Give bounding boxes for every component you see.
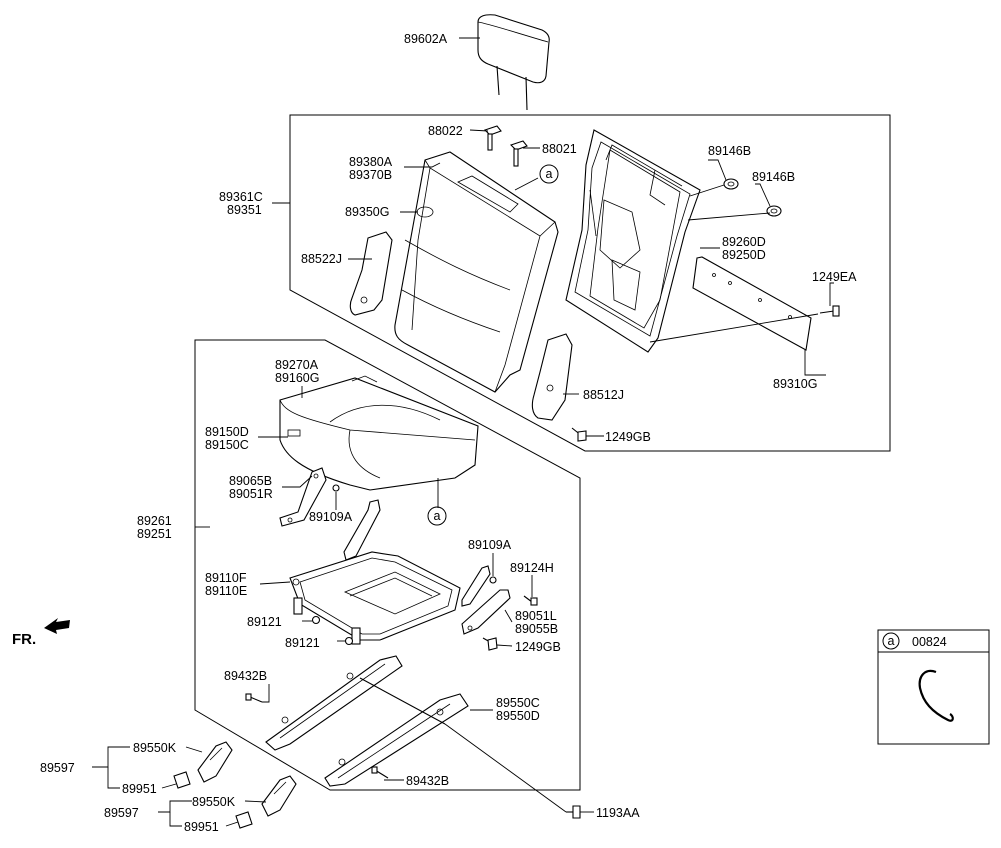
label-88522J: 88522J — [301, 252, 342, 266]
cap-89951-top — [173, 771, 191, 789]
label-89051R: 89051R — [229, 487, 273, 501]
label-89160G: 89160G — [275, 371, 319, 385]
label-89951-bottom: 89951 — [184, 820, 219, 834]
seat-cushion-pad-part — [279, 375, 479, 491]
bolt-1249GB-frame — [482, 637, 498, 651]
label-89109A-left: 89109A — [309, 510, 353, 524]
label-89597-top: 89597 — [40, 761, 75, 775]
label-89051L: 89051L — [515, 609, 557, 623]
label-1193AA: 1193AA — [596, 806, 640, 820]
label-88512J: 88512J — [583, 388, 624, 402]
wire-clip-00824-icon — [918, 669, 954, 722]
label-89361C: 89361C — [219, 190, 263, 204]
side-cover-88512J — [531, 333, 573, 421]
detail-box-00824: a 00824 — [877, 629, 990, 745]
label-89261: 89261 — [137, 514, 172, 528]
bracket-right-89051L — [461, 589, 511, 635]
label-89351: 89351 — [227, 203, 262, 217]
cap-89951-bottom — [235, 811, 253, 829]
front-direction-marker: FR. — [12, 618, 70, 648]
label-89109A-right: 89109A — [468, 538, 512, 552]
front-direction-label: FR. — [12, 631, 36, 648]
detail-box-part-number: 00824 — [912, 635, 947, 649]
seat-track-right — [324, 693, 469, 787]
label-89065B: 89065B — [229, 474, 272, 488]
side-cover-88522J — [349, 231, 393, 316]
label-89110F: 89110F — [205, 571, 247, 585]
label-89550K-top: 89550K — [133, 741, 177, 755]
label-89597-bottom: 89597 — [104, 806, 139, 820]
hinge-pin-88021 — [509, 140, 528, 167]
seat-back-frame-part — [565, 129, 701, 353]
label-89251: 89251 — [137, 527, 172, 541]
label-89550C: 89550C — [496, 696, 540, 710]
bolt-89124H — [523, 595, 538, 606]
grommet-89146B-bottom — [766, 205, 782, 217]
cushion-frame-part — [289, 551, 461, 645]
callout-a-back-label: a — [546, 167, 553, 181]
label-89260D: 89260D — [722, 235, 766, 249]
headrest-part — [477, 14, 550, 111]
clip-89121-b — [344, 636, 354, 646]
callout-a-cushion-label: a — [434, 509, 441, 523]
label-89602A: 89602A — [404, 32, 448, 46]
cushion-group-outline — [194, 339, 581, 791]
bracket-bar-left — [343, 499, 381, 561]
label-89432B-bottom: 89432B — [406, 774, 449, 788]
label-89951-top: 89951 — [122, 782, 157, 796]
label-89380A: 89380A — [349, 155, 393, 169]
label-89550K-bottom: 89550K — [192, 795, 236, 809]
label-1249EA: 1249EA — [812, 270, 857, 284]
bolt-1249EA — [819, 305, 840, 317]
label-88021: 88021 — [542, 142, 577, 156]
label-89432B-top: 89432B — [224, 669, 267, 683]
label-89121-b: 89121 — [285, 636, 320, 650]
track-cover-89550K-top — [197, 741, 233, 783]
label-89121-a: 89121 — [247, 615, 282, 629]
label-89124H: 89124H — [510, 561, 554, 575]
label-89350G: 89350G — [345, 205, 389, 219]
bolt-89432B-top — [245, 693, 263, 703]
label-88022: 88022 — [428, 124, 463, 138]
bracket-bar-right — [461, 565, 491, 607]
leader-lines — [92, 37, 834, 827]
label-89146B-bottom: 89146B — [752, 170, 795, 184]
label-89110E: 89110E — [205, 584, 247, 598]
grommet-89146B-top — [723, 178, 739, 190]
seat-back-pad-part — [394, 151, 559, 393]
seat-track-left — [265, 655, 403, 751]
bolt-1249GB-cover — [571, 427, 587, 442]
detail-box-letter: a — [888, 634, 895, 648]
track-crossbar — [359, 677, 446, 725]
backrest-group-outline — [289, 114, 891, 452]
label-89055B: 89055B — [515, 622, 558, 636]
bracket-left-89065B — [279, 467, 327, 527]
nut-89109A-left — [332, 484, 340, 492]
hinge-pin-88022 — [483, 125, 502, 151]
label-89146B-top: 89146B — [708, 144, 751, 158]
bolt-89432B-bottom — [371, 766, 389, 779]
label-1249GB-top: 1249GB — [605, 430, 651, 444]
label-1249GB-frame: 1249GB — [515, 640, 561, 654]
label-89550D: 89550D — [496, 709, 540, 723]
clip-89121-a — [311, 615, 321, 625]
callout-a-cushion: a — [427, 506, 447, 526]
track-cover-89550K-bottom — [261, 775, 297, 817]
front-arrow-icon — [44, 618, 70, 634]
label-89310G: 89310G — [773, 377, 817, 391]
callout-a-back: a — [539, 164, 559, 184]
label-89150D: 89150D — [205, 425, 249, 439]
label-89270A: 89270A — [275, 358, 319, 372]
label-89150C: 89150C — [205, 438, 249, 452]
back-board-89310G — [692, 256, 812, 351]
nut-89109A-right — [489, 576, 497, 584]
part-labels: 89602A 88022 88021 89380A 89370B 89361C … — [40, 32, 857, 834]
label-89370B: 89370B — [349, 168, 392, 182]
bolt-1193AA — [566, 805, 581, 819]
label-89250D: 89250D — [722, 248, 766, 262]
